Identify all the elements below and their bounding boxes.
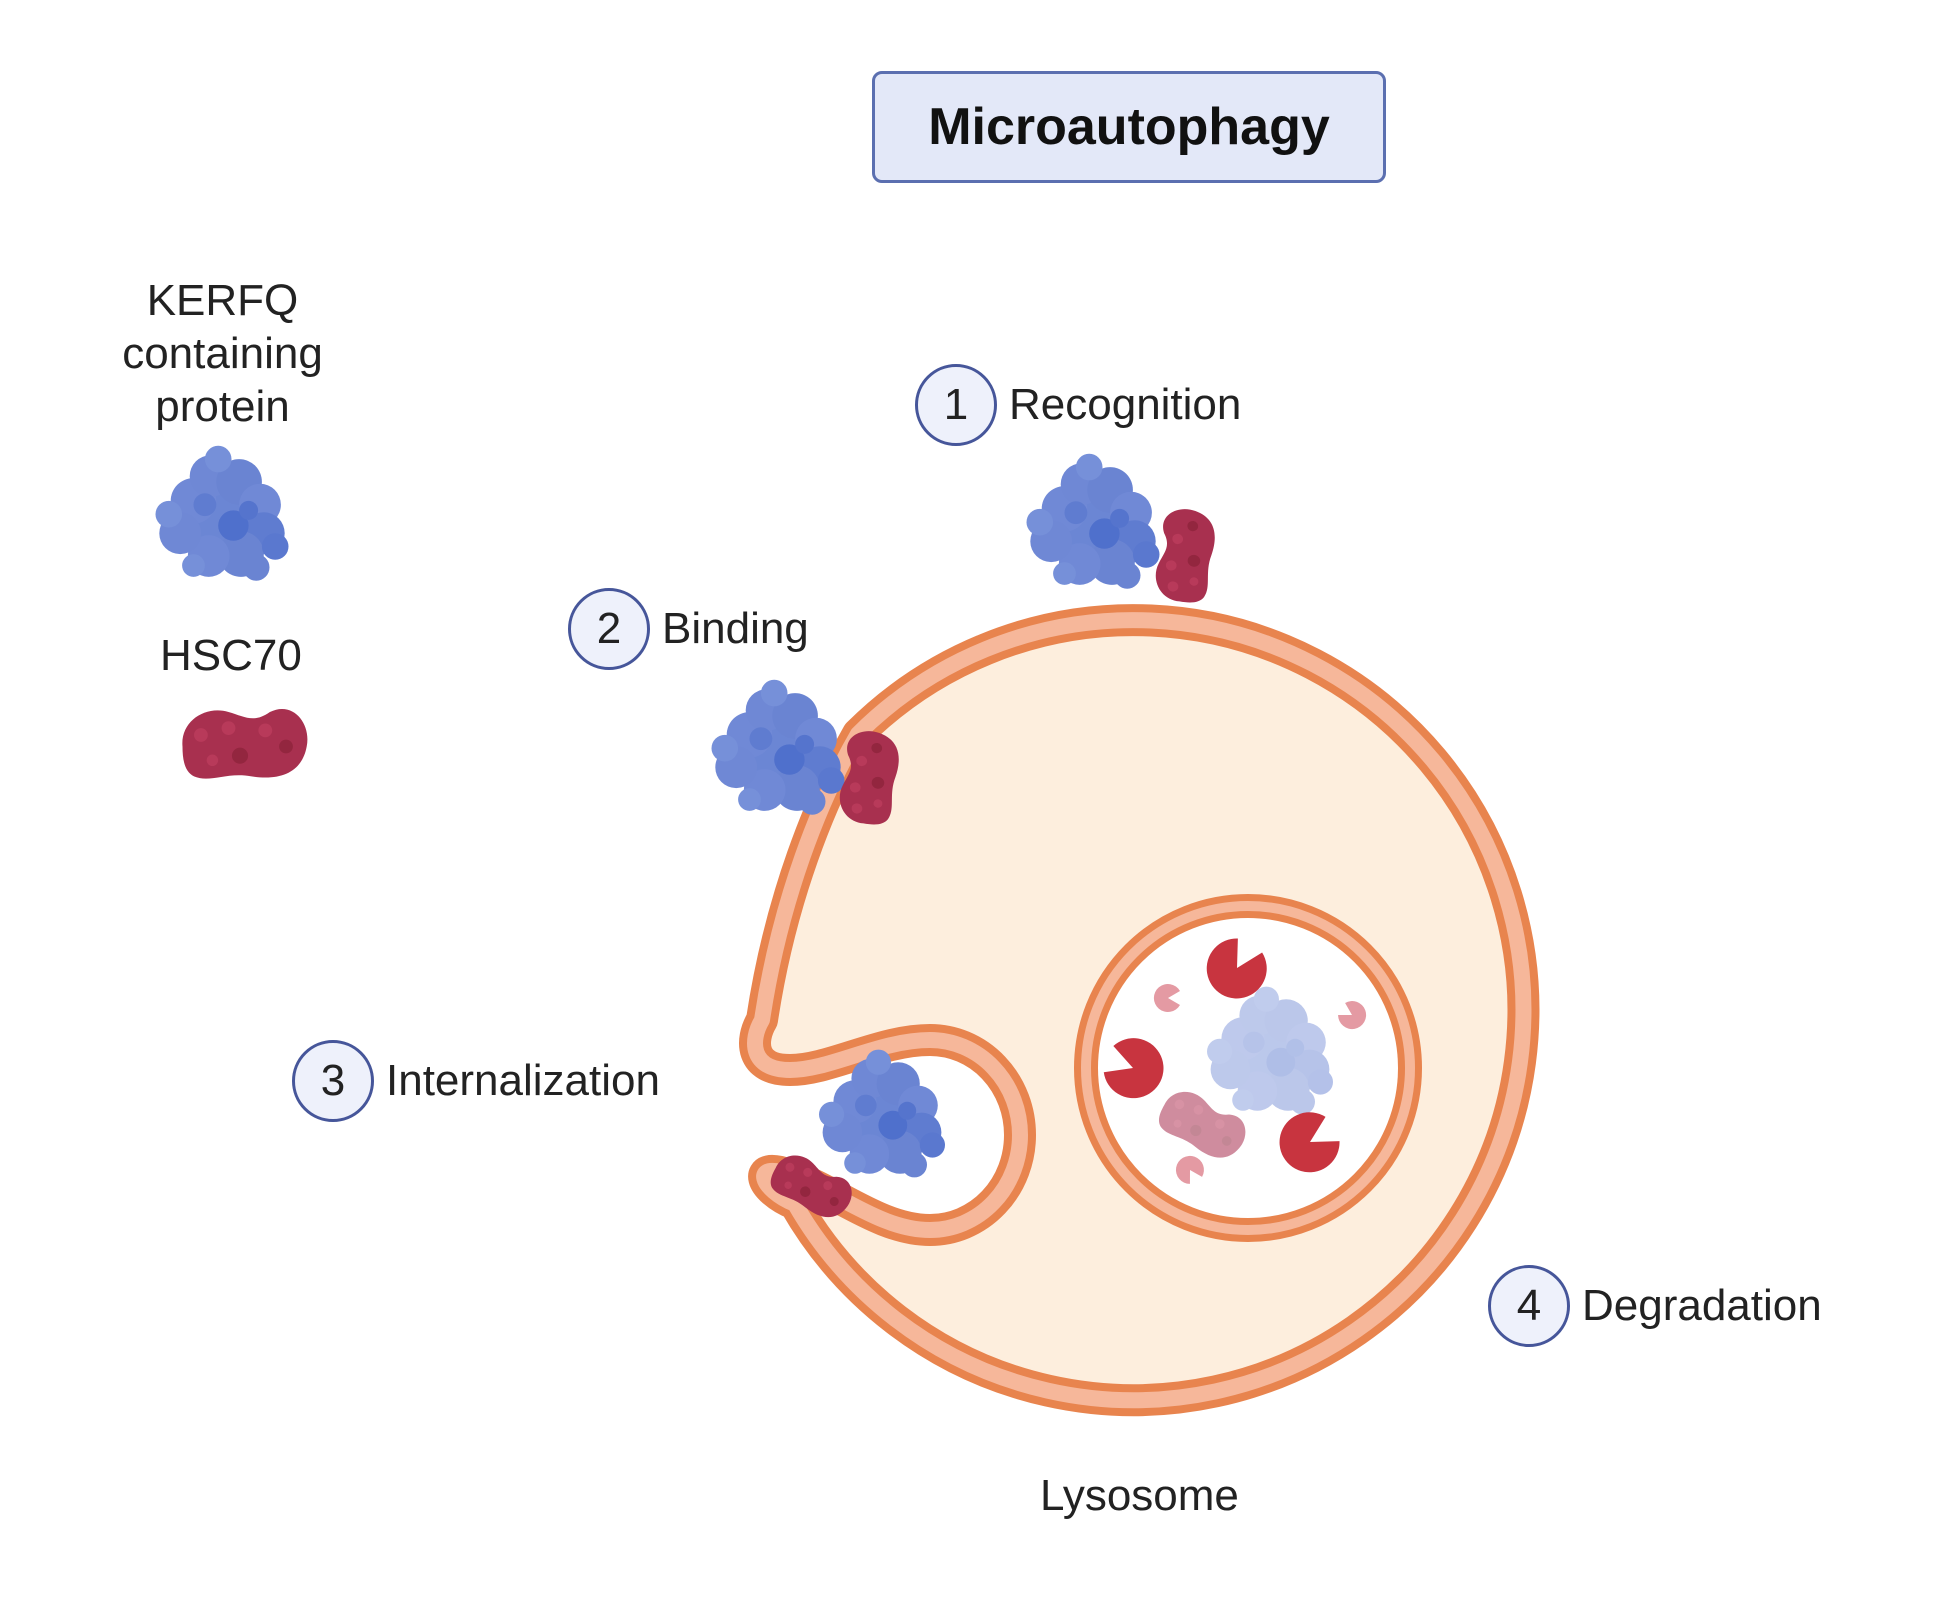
title-box: Microautophagy — [872, 71, 1386, 183]
step-number-badge: 4 — [1488, 1265, 1570, 1347]
legend-hsc70-label: HSC70 — [160, 631, 302, 680]
step-label: Internalization — [386, 1056, 660, 1105]
step-binding: 2 Binding — [568, 588, 809, 670]
degradation-vesicle — [1074, 894, 1422, 1242]
step-label: Binding — [662, 604, 809, 653]
step-number-badge: 2 — [568, 588, 650, 670]
legend-protein-icon — [155, 445, 289, 581]
step-number-badge: 1 — [915, 364, 997, 446]
recognition-complex-icon — [1026, 453, 1221, 606]
step-number-badge: 3 — [292, 1040, 374, 1122]
diagram-title: Microautophagy — [928, 98, 1330, 156]
lysosome-label: Lysosome — [1040, 1471, 1239, 1520]
step-label: Degradation — [1582, 1281, 1822, 1330]
step-degradation: 4 Degradation — [1488, 1265, 1822, 1347]
step-internalization: 3 Internalization — [292, 1040, 660, 1122]
step-label: Recognition — [1009, 380, 1242, 429]
legend-hsc70-icon — [182, 708, 308, 779]
step-recognition: 1 Recognition — [915, 364, 1241, 446]
